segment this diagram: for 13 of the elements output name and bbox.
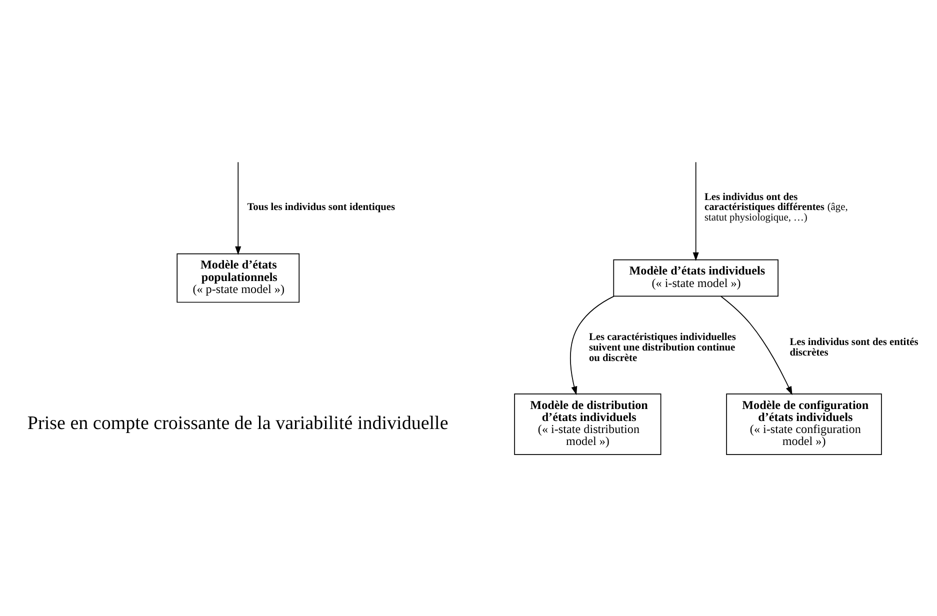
node-box: Modèle d’états populationnels (« p-state model ») (176, 253, 300, 303)
arrow (235, 162, 242, 255)
arrow (692, 162, 699, 261)
node-box: Modèle de configuration d’états individuels (« i-state configuration model ») (726, 394, 882, 455)
arrow (570, 296, 614, 396)
edge-label: Tous les individus sont identiques (247, 202, 396, 214)
node-box: Modèle de distribution d’états individuels (« i-state distribution model ») (514, 394, 662, 455)
edge-label: Les individus sont des entités discrètes (790, 337, 918, 359)
edge-label: Les caractéristiques individuelles suivent une distribution continue ou discrète (588, 332, 736, 364)
node-box: Modèle d’états individuels (« i-state model ») (613, 259, 778, 297)
edge-label: Les individus ont des caractéristiques différentes (âge, statut physiologique, …) (704, 192, 848, 224)
label: Prise en compte croissante de la variabilité individuelle (27, 413, 448, 434)
arrow (720, 296, 792, 396)
